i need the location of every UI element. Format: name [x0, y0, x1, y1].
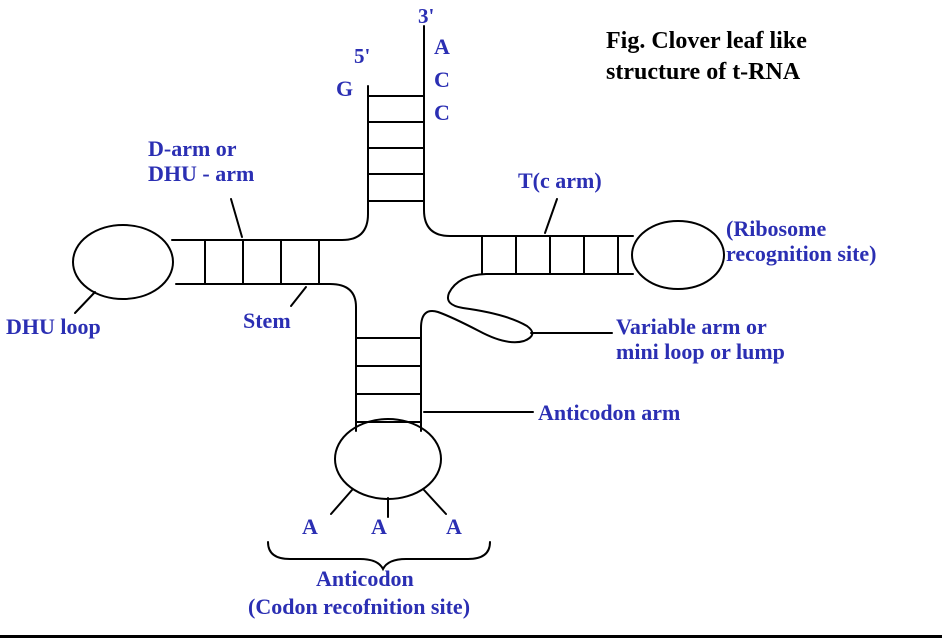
acceptor-stem-rungs — [367, 95, 425, 202]
t-arm-pointer-line — [544, 198, 558, 234]
t-loop-shape — [631, 220, 725, 290]
stem-label: Stem — [243, 308, 291, 333]
ribosome-site-line2: recognition site) — [726, 241, 877, 267]
anticodon-arm-rungs — [355, 337, 422, 423]
t-arm-label: T(c arm) — [518, 168, 602, 193]
variable-arm-label: Variable arm or mini loop or lump — [616, 314, 785, 365]
d-arm-pointer-line — [230, 198, 243, 238]
anticodon-base-tick-1 — [330, 489, 353, 515]
anticodon-base-2: A — [371, 514, 387, 539]
codon-recognition-label: (Codon recofnition site) — [248, 594, 471, 619]
anticodon-label: Anticodon — [316, 566, 414, 591]
acc-base-a: A — [434, 34, 450, 59]
anticodon-arm-label: Anticodon arm — [538, 400, 681, 425]
bottom-border-line — [0, 635, 942, 638]
anticodon-brace — [267, 541, 491, 572]
acceptor-right-tarm-top-line — [423, 25, 634, 237]
figure-title-line2: structure of t-RNA — [606, 59, 801, 85]
anticodon-base-3: A — [446, 514, 462, 539]
g-base-label: G — [336, 76, 354, 101]
darm-bottom-anticodon-left-line — [175, 283, 357, 432]
ribosome-site-line1: (Ribosome — [726, 216, 827, 241]
anticodon-base-tick-3 — [423, 489, 447, 515]
tarm-rungs — [481, 235, 619, 275]
acc-base-c1: C — [434, 67, 450, 92]
dhu-loop-pointer-line — [74, 291, 96, 314]
anticodon-base-1: A — [302, 514, 318, 539]
dhu-loop-shape — [72, 224, 174, 300]
anticodon-loop-shape — [334, 418, 442, 500]
darm-rungs — [204, 239, 320, 285]
acceptor-left-darm-top-line — [171, 85, 369, 241]
figure-title-line1: Fig. Clover leaf like — [606, 28, 807, 54]
variable-arm-line2: mini loop or lump — [616, 339, 785, 365]
variable-arm-line1: Variable arm or — [616, 314, 767, 339]
d-arm-label-line2: DHU - arm — [148, 161, 255, 187]
d-arm-label-line1: D-arm or — [148, 136, 237, 161]
d-arm-label: D-arm or DHU - arm — [148, 136, 254, 187]
acc-base-c2: C — [434, 100, 450, 125]
stem-pointer-line — [290, 286, 307, 307]
ribosome-site-label: (Ribosome recognition site) — [726, 216, 877, 267]
dhu-loop-label: DHU loop — [6, 314, 101, 339]
acc-base-column: A C C — [434, 30, 450, 129]
three-prime-label: 3' — [418, 4, 435, 28]
figure-title: Fig. Clover leaf like structure of t-RNA — [606, 26, 807, 88]
five-prime-label: 5' — [354, 44, 371, 68]
